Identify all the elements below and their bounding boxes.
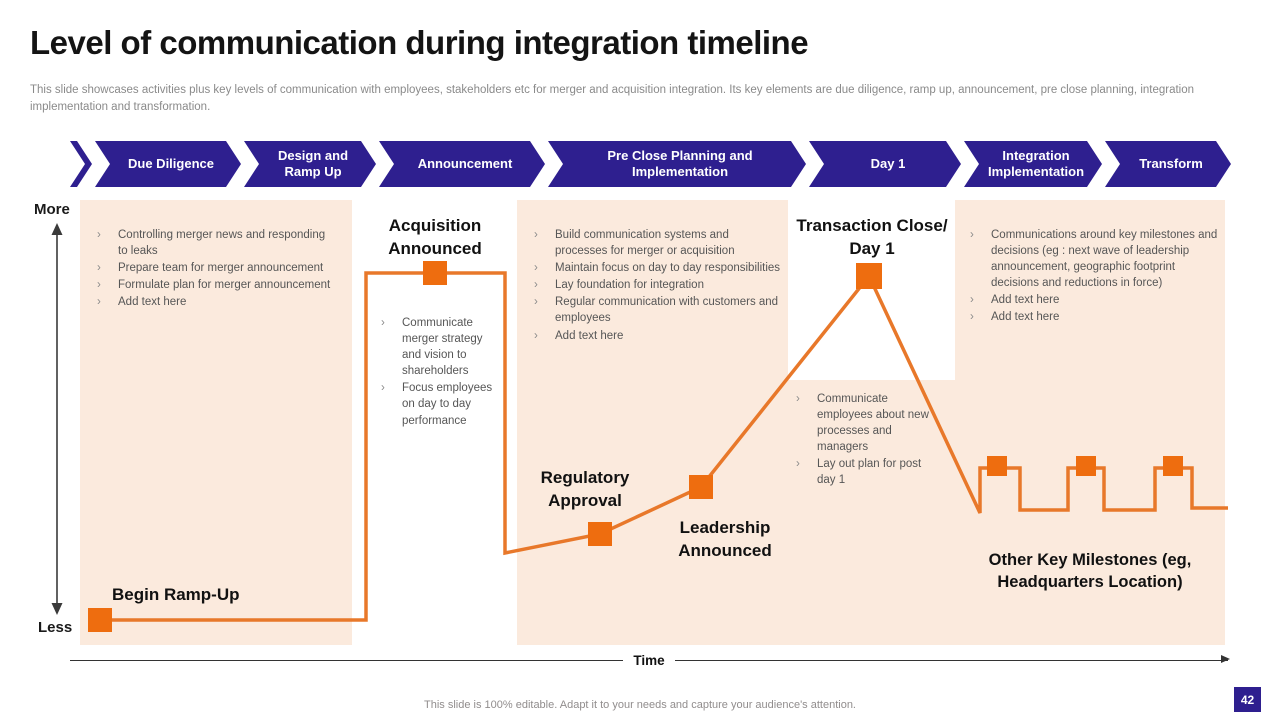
bullets-announcement: Communicate merger strategy and vision t… bbox=[377, 315, 501, 430]
bullet-item: Focus employees on day to day performanc… bbox=[377, 380, 501, 428]
milestone-label-leadership: Leadership Announced bbox=[678, 518, 772, 560]
stage-pre-close-planning: Pre Close Planning and Implementation bbox=[548, 141, 806, 187]
marker-milestone-2 bbox=[1076, 456, 1096, 476]
slide-footer-note: This slide is 100% editable. Adapt it to… bbox=[424, 699, 856, 711]
bullet-item: Lay out plan for post day 1 bbox=[792, 456, 935, 488]
bullets-day1: Communicate employees about new processe… bbox=[792, 391, 935, 490]
banner-lead-chevron-icon bbox=[70, 141, 92, 187]
bullet-item: Communicate merger strategy and vision t… bbox=[377, 315, 501, 379]
x-axis-label: Time bbox=[633, 652, 665, 668]
stage-label: Day 1 bbox=[870, 156, 906, 172]
y-axis-label-more: More bbox=[34, 201, 70, 218]
bullet-item: Communications around key milestones and… bbox=[966, 227, 1220, 291]
bullet-item: Build communication systems and processe… bbox=[530, 227, 780, 259]
stage-announcement: Announcement bbox=[379, 141, 545, 187]
x-axis-time: Time bbox=[70, 651, 1231, 669]
y-axis-arrow-icon bbox=[51, 223, 63, 615]
bullets-integration: Communications around key milestones and… bbox=[966, 227, 1220, 327]
milestone-label-transaction-close: Transaction Close/ Day 1 bbox=[796, 216, 948, 258]
x-axis-line-right bbox=[674, 655, 1231, 663]
bullet-item: Formulate plan for merger announcement bbox=[93, 277, 337, 293]
stage-label: Transform bbox=[1139, 156, 1203, 172]
stage-day-1: Day 1 bbox=[809, 141, 961, 187]
marker-milestone-3 bbox=[1163, 456, 1183, 476]
x-axis-line-left bbox=[70, 659, 624, 661]
bullet-item: Add text here bbox=[530, 328, 780, 344]
stage-label: Design and Ramp Up bbox=[277, 148, 349, 179]
stage-label: Integration Implementation bbox=[987, 148, 1085, 179]
stage-design-ramp-up: Design and Ramp Up bbox=[244, 141, 376, 187]
bullet-item: Lay foundation for integration bbox=[530, 277, 780, 293]
stage-label: Pre Close Planning and Implementation bbox=[607, 148, 753, 179]
marker-regulatory-approval bbox=[588, 522, 612, 546]
bullet-item: Communicate employees about new processe… bbox=[792, 391, 935, 455]
bullet-item: Add text here bbox=[93, 294, 337, 310]
marker-transaction-close bbox=[856, 263, 882, 289]
milestone-label-acquisition: Acquisition Announced bbox=[388, 216, 482, 258]
communication-line-chart bbox=[88, 261, 1228, 632]
marker-acquisition-announced bbox=[423, 261, 447, 285]
bullet-item: Add text here bbox=[966, 292, 1220, 308]
communication-line bbox=[100, 271, 1228, 622]
page-number-badge: 42 bbox=[1234, 687, 1261, 712]
stage-label: Due Diligence bbox=[128, 156, 214, 172]
timeline-stage-banner: Due Diligence Design and Ramp Up Announc… bbox=[70, 141, 1230, 187]
communication-level-diagram: More Less Controlling merger news and re… bbox=[0, 195, 1280, 650]
marker-begin-ramp-up bbox=[88, 608, 112, 632]
marker-leadership-announced bbox=[689, 475, 713, 499]
stage-label: Announcement bbox=[417, 156, 513, 172]
bullet-item: Prepare team for merger announcement bbox=[93, 260, 337, 276]
y-axis-label-less: Less bbox=[38, 619, 73, 636]
marker-milestone-1 bbox=[987, 456, 1007, 476]
stage-transform: Transform bbox=[1105, 141, 1231, 187]
milestone-label-other-key-milestones: Other Key Milestones (eg, Headquarters L… bbox=[988, 551, 1192, 592]
milestone-label-begin-ramp-up: Begin Ramp-Up bbox=[112, 585, 240, 604]
bullet-item: Add text here bbox=[966, 309, 1220, 325]
bullets-due-diligence: Controlling merger news and responding t… bbox=[93, 227, 337, 311]
stage-integration-implementation: Integration Implementation bbox=[964, 141, 1102, 187]
bullet-item: Maintain focus on day to day responsibil… bbox=[530, 260, 780, 276]
bullets-pre-close: Build communication systems and processe… bbox=[530, 227, 780, 345]
milestone-label-regulatory: Regulatory Approval bbox=[540, 468, 630, 510]
bullet-item: Controlling merger news and responding t… bbox=[93, 227, 337, 259]
page-title: Level of communication during integratio… bbox=[30, 24, 809, 61]
slide-subtitle: This slide showcases activities plus key… bbox=[30, 84, 1195, 113]
stage-due-diligence: Due Diligence bbox=[95, 141, 241, 187]
bullet-item: Regular communication with customers and… bbox=[530, 294, 780, 326]
